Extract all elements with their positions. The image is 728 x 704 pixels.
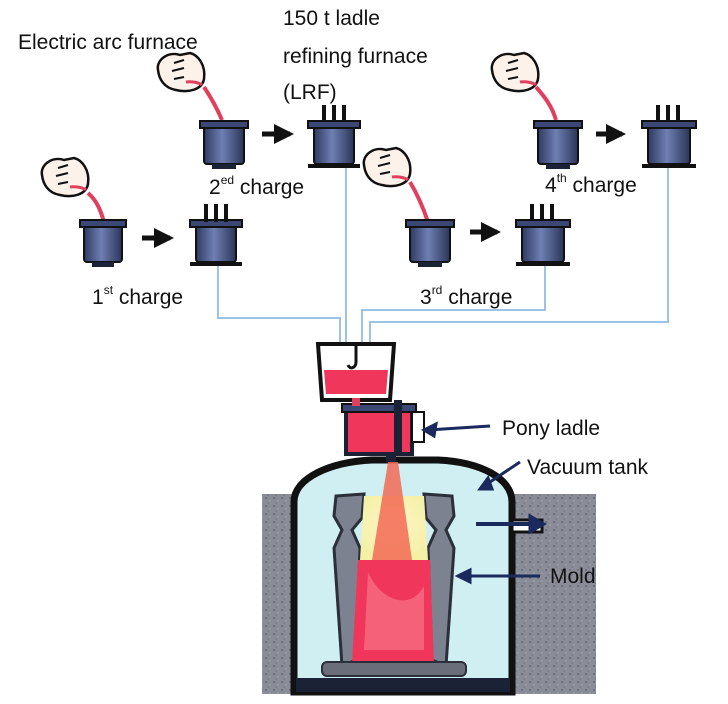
- lrf-label-line1: 150 t ladle: [283, 7, 380, 30]
- charge-2-suffix: ed: [220, 173, 235, 187]
- pour-stream: [408, 180, 430, 223]
- vacuum-tank-label: Vacuum tank: [527, 456, 649, 479]
- lrf-icon: [307, 105, 361, 168]
- charge-1-units: [79, 204, 243, 267]
- charge-2-number: 2: [209, 176, 221, 199]
- lrf-label-line2: refining furnace: [283, 45, 428, 68]
- tank-floor: [296, 678, 510, 692]
- ladle-icon: [405, 219, 455, 267]
- pony-ladle-arrow: [427, 424, 491, 432]
- lrf-icon: [515, 204, 571, 266]
- eaf-hand-4: [490, 51, 558, 121]
- hand-icon: [40, 156, 90, 198]
- lrf-label-line3: (LRF): [283, 81, 337, 104]
- molten-stream: [372, 462, 412, 560]
- charge-1-word: charge: [118, 286, 184, 309]
- line-charge3: [361, 262, 546, 344]
- transfer-lines: [217, 168, 669, 344]
- charge-4-label: 4th charge: [545, 171, 637, 197]
- lrf-icon: [641, 105, 697, 168]
- charge-2-units: [199, 105, 361, 169]
- pour-stream: [534, 85, 558, 121]
- mold-assembly: [321, 462, 467, 677]
- charge-4-number: 4: [545, 174, 557, 197]
- eaf-hand-1: [40, 156, 106, 223]
- charge-3-number: 3: [420, 286, 432, 309]
- charge-4-units: [533, 105, 697, 169]
- charge-4-word: charge: [572, 174, 637, 197]
- hook-icon: [346, 346, 358, 370]
- eaf-hand-3: [362, 146, 430, 223]
- hand-icon: [490, 51, 540, 93]
- eaf-hand-2: [156, 51, 224, 121]
- line-charge1: [217, 262, 341, 344]
- charge-3-suffix: rd: [431, 283, 443, 297]
- pour-stream: [86, 191, 106, 223]
- mold-label: Mold: [550, 565, 596, 588]
- charge-3-word: charge: [448, 286, 513, 309]
- charge-1-suffix: st: [103, 283, 114, 297]
- pony-ladle-label: Pony ladle: [502, 417, 601, 440]
- pony-ladle: [341, 400, 425, 462]
- charge-4-suffix: th: [556, 171, 567, 185]
- charge-3-units: [405, 204, 571, 267]
- lrf-icon: [189, 204, 243, 266]
- crane-ladle-metal: [324, 370, 388, 394]
- hand-icon: [156, 51, 206, 93]
- ingot-highlight: [364, 572, 424, 650]
- mold-base: [321, 661, 467, 677]
- charge-2-label: 2ed charge: [209, 173, 305, 199]
- ladle-icon: [79, 219, 127, 267]
- line-charge4: [369, 168, 669, 344]
- ladle-icon: [533, 120, 583, 169]
- pointer-arrows: [420, 421, 548, 585]
- pour-stream: [202, 85, 224, 121]
- charge-3-label: 3rd charge: [420, 283, 513, 309]
- charge-1-label: 1st charge: [92, 283, 184, 309]
- hand-icon: [362, 146, 412, 188]
- eaf-label: Electric arc furnace: [18, 31, 198, 54]
- charge-1-number: 1: [92, 286, 104, 309]
- charge-2-word: charge: [239, 176, 305, 199]
- ladle-icon: [199, 120, 249, 169]
- crane-ladle: [315, 342, 397, 406]
